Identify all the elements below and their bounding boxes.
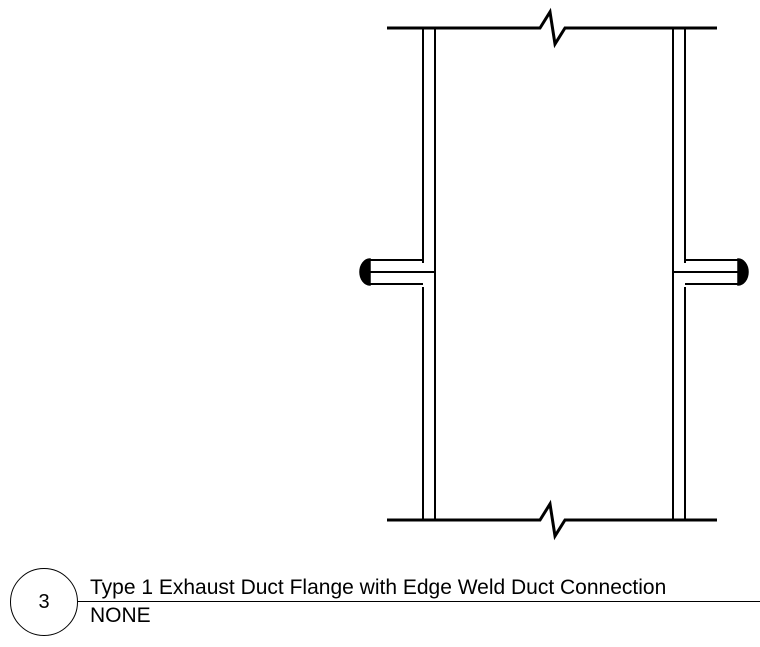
detail-scale: NONE	[90, 604, 151, 627]
right-duct-wall	[672, 28, 686, 520]
detail-number-bubble: 3	[10, 568, 78, 636]
left-duct-wall	[422, 28, 436, 520]
title-underline	[78, 601, 760, 602]
top-duct-edge-break-line	[387, 7, 717, 49]
bottom-duct-edge-break-line	[387, 499, 717, 541]
detail-title: Type 1 Exhaust Duct Flange with Edge Wel…	[90, 576, 667, 599]
detail-number: 3	[38, 590, 50, 613]
left-flange	[370, 259, 436, 287]
left-edge-weld-symbol	[359, 258, 371, 286]
right-edge-weld-symbol	[737, 258, 749, 286]
right-flange	[672, 259, 738, 287]
